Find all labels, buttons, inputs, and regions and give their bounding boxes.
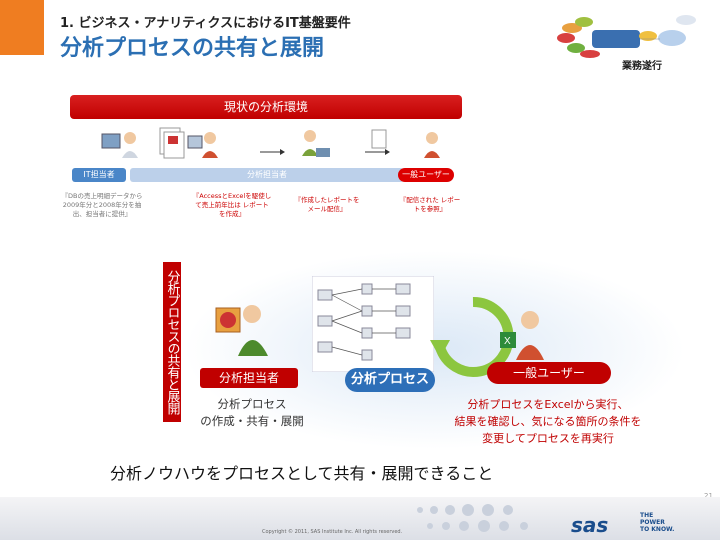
- sas-tagline: THE POWER TO KNOW.: [640, 512, 674, 533]
- analyst-label-pill: 分析担当者: [200, 368, 298, 388]
- refresh-cycle-icon: [430, 296, 514, 377]
- business-execution-label: 業務遂行: [622, 61, 662, 72]
- analysis-process-pill: 分析プロセス: [345, 368, 435, 392]
- analyst-note: 『AccessとExcelを駆使して売上前年比は レポートを作成』: [192, 192, 272, 218]
- analyst-description: 分析プロセス の作成・共有・展開: [196, 396, 308, 430]
- user-note: 『配信された レポートを参照』: [399, 196, 461, 213]
- current-environment-banner: 現状の分析環境: [70, 95, 462, 119]
- thumb-node: [658, 30, 686, 46]
- analyst-desc-line: の作成・共有・展開: [200, 414, 304, 428]
- thumb-node: [562, 23, 582, 33]
- business-flow-thumbnail: [557, 15, 696, 58]
- user-desc-line: 分析プロセスをExcelから実行、: [467, 398, 629, 411]
- sas-logo: sas: [571, 513, 609, 537]
- mail-document-icon: [371, 129, 387, 149]
- section-subtitle: 1. ビジネス・アナリティクスにおけるIT基盤要件: [60, 16, 351, 31]
- thumb-node: [580, 50, 600, 58]
- it-person-icon: [101, 132, 138, 158]
- tagline-line: POWER: [640, 519, 665, 526]
- tagline-line: TO KNOW.: [640, 526, 675, 533]
- user-excel-icon: X: [500, 311, 544, 360]
- footer-dot-pattern: [417, 504, 528, 532]
- it-note: 『DBの売上明細データから2009年分と2008年分を抽出、担当者に提供』: [61, 192, 143, 218]
- copyright-text: Copyright © 2011, SAS Institute Inc. All…: [262, 529, 403, 535]
- user-role-pill: 一般ユーザー: [398, 168, 454, 182]
- process-flow-diagram: [312, 276, 434, 372]
- mail-note: 『作成したレポートを メール配信』: [294, 196, 360, 213]
- thumb-node: [557, 33, 575, 43]
- shared-process-vertical-banner: 分析プロセスの共有と展開: [163, 262, 181, 422]
- thumb-node: [676, 15, 696, 25]
- svg-text:X: X: [504, 336, 511, 347]
- thumb-center-box: [592, 30, 640, 48]
- user-description: 分析プロセスをExcelから実行、 結果を確認し、気になる箇所の条件を 変更して…: [428, 396, 668, 447]
- header-accent-bar: [0, 0, 44, 55]
- analyst-role-pill: 分析担当者: [130, 168, 404, 182]
- footer-band: [0, 497, 720, 540]
- shared-panel-background: [182, 250, 687, 450]
- analyst-workstation-icon: [215, 305, 268, 356]
- page-title: 分析プロセスの共有と展開: [60, 36, 325, 61]
- thumb-node: [575, 17, 593, 27]
- page-number: 21: [704, 492, 713, 500]
- report-documents-icon: [159, 127, 185, 159]
- it-role-pill: IT担当者: [72, 168, 126, 182]
- user-person-icon: [424, 132, 440, 158]
- user-desc-line: 結果を確認し、気になる箇所の条件を: [454, 415, 642, 428]
- user-desc-line: 変更してプロセスを再実行: [482, 432, 614, 445]
- mail-person-icon: [302, 130, 330, 157]
- general-user-pill: 一般ユーザー: [487, 362, 611, 384]
- tagline-line: THE: [640, 512, 654, 519]
- analyst-person-icon: [187, 132, 218, 158]
- conclusion-statement: 分析ノウハウをプロセスとして共有・展開できること: [110, 464, 494, 483]
- current-flow-icons: [101, 127, 440, 159]
- thumb-node: [639, 31, 657, 41]
- analyst-desc-line: 分析プロセス: [217, 397, 287, 411]
- thumb-node: [567, 43, 585, 53]
